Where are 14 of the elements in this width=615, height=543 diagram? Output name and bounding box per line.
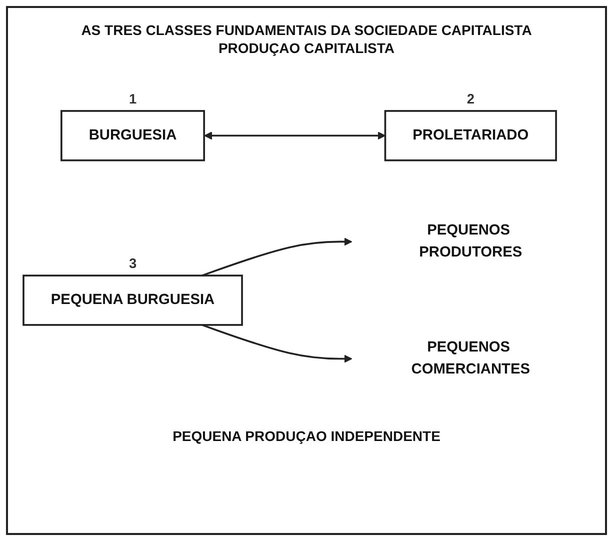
arrow (204, 132, 386, 140)
class-number: 1 (128, 92, 137, 107)
arrow (202, 324, 352, 363)
section-heading: PEQUENA PRODUÇAO INDEPENDENTE (172, 428, 442, 444)
node-box: PROLETARIADO (384, 110, 557, 162)
arrow (202, 238, 352, 276)
node-text: PEQUENOS PRODUTORES (419, 222, 522, 260)
class-number: 2 (466, 92, 474, 107)
node-text: PEQUENOS COMERCIANTES (411, 340, 530, 378)
node-box: PEQUENA BURGUESIA (22, 274, 243, 326)
section-heading: PRODUÇAO CAPITALISTA (217, 40, 396, 56)
node-box: BURGUESIA (60, 110, 205, 162)
class-number: 3 (128, 256, 137, 272)
diagram-title: AS TRES CLASSES FUNDAMENTAIS DA SOCIEDADE CAPITALISTA (80, 22, 533, 38)
